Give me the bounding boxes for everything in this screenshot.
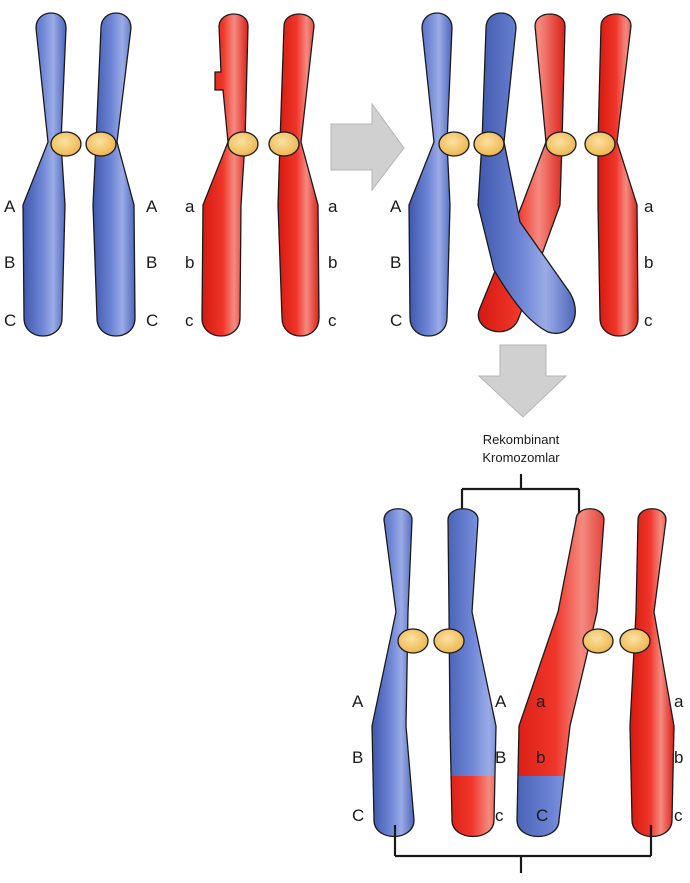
label-C: C: [390, 311, 402, 330]
label-b: b: [536, 748, 545, 767]
label-c: c: [328, 311, 337, 330]
centromere: [433, 628, 465, 654]
label-A: A: [352, 692, 364, 711]
chromatid: [92, 12, 136, 337]
centromere: [582, 628, 614, 654]
centromere: [397, 628, 429, 654]
label-A: A: [4, 197, 16, 216]
recombinant-red-chromosome: [516, 508, 675, 838]
label-c: c: [495, 806, 504, 825]
crossing-over-pair: [408, 12, 639, 337]
chromatid: [629, 508, 675, 838]
label-c: c: [674, 806, 683, 825]
label-b: b: [185, 253, 194, 272]
label-B: B: [390, 253, 401, 272]
centromere: [85, 131, 117, 157]
crossing-over-labels: A B C a b c: [390, 197, 654, 330]
centromere: [50, 131, 82, 157]
arrow-right-icon: [330, 102, 405, 192]
centromere: [268, 131, 300, 157]
label-a: a: [674, 692, 684, 711]
chromatid: [477, 13, 566, 333]
label-b: b: [328, 253, 337, 272]
chromatid: [447, 508, 497, 838]
chromatid: [277, 13, 320, 337]
chromatid: [408, 12, 453, 337]
label-C: C: [536, 806, 548, 825]
label-a: a: [536, 692, 546, 711]
label-a: a: [328, 197, 338, 216]
chromatid: [371, 508, 415, 838]
exchanged-red-segment: [448, 776, 496, 837]
centromere: [584, 131, 616, 157]
recombinant-blue-chromosome: [371, 508, 497, 838]
centromere: [619, 628, 651, 654]
chromatid: [597, 13, 639, 337]
parent-labels: A B C A B C a b c a b c: [4, 197, 338, 330]
parent-red-chromosome: [201, 13, 320, 337]
chromatid: [22, 12, 67, 337]
centromere: [545, 131, 577, 157]
chromatid: [201, 13, 249, 337]
label-c: c: [644, 311, 653, 330]
label-b: b: [644, 253, 653, 272]
recombinant-bracket-bottom: [393, 825, 653, 873]
centromere: [438, 131, 470, 157]
caption-line-2: Kromozomlar: [482, 450, 560, 465]
label-A: A: [495, 692, 507, 711]
caption-line-1: Rekombinant: [483, 432, 560, 447]
label-C: C: [146, 311, 158, 330]
centromere: [227, 131, 259, 157]
centromere: [473, 131, 505, 157]
label-C: C: [352, 806, 364, 825]
label-B: B: [4, 253, 15, 272]
label-c: c: [185, 311, 194, 330]
label-B: B: [146, 253, 157, 272]
label-b: b: [674, 748, 683, 767]
chromatid: [516, 508, 605, 838]
label-a: a: [644, 197, 654, 216]
label-A: A: [146, 197, 158, 216]
chromatid: [477, 12, 576, 335]
label-a: a: [185, 197, 195, 216]
label-B: B: [495, 748, 506, 767]
arrow-down-icon: [477, 344, 568, 418]
label-B: B: [352, 748, 363, 767]
parent-blue-chromosome: [22, 12, 136, 337]
recombinant-bracket-top: [460, 474, 581, 522]
label-A: A: [390, 197, 402, 216]
label-C: C: [4, 311, 16, 330]
recombinant-labels: A B C A B c a b C a b c: [352, 692, 684, 825]
